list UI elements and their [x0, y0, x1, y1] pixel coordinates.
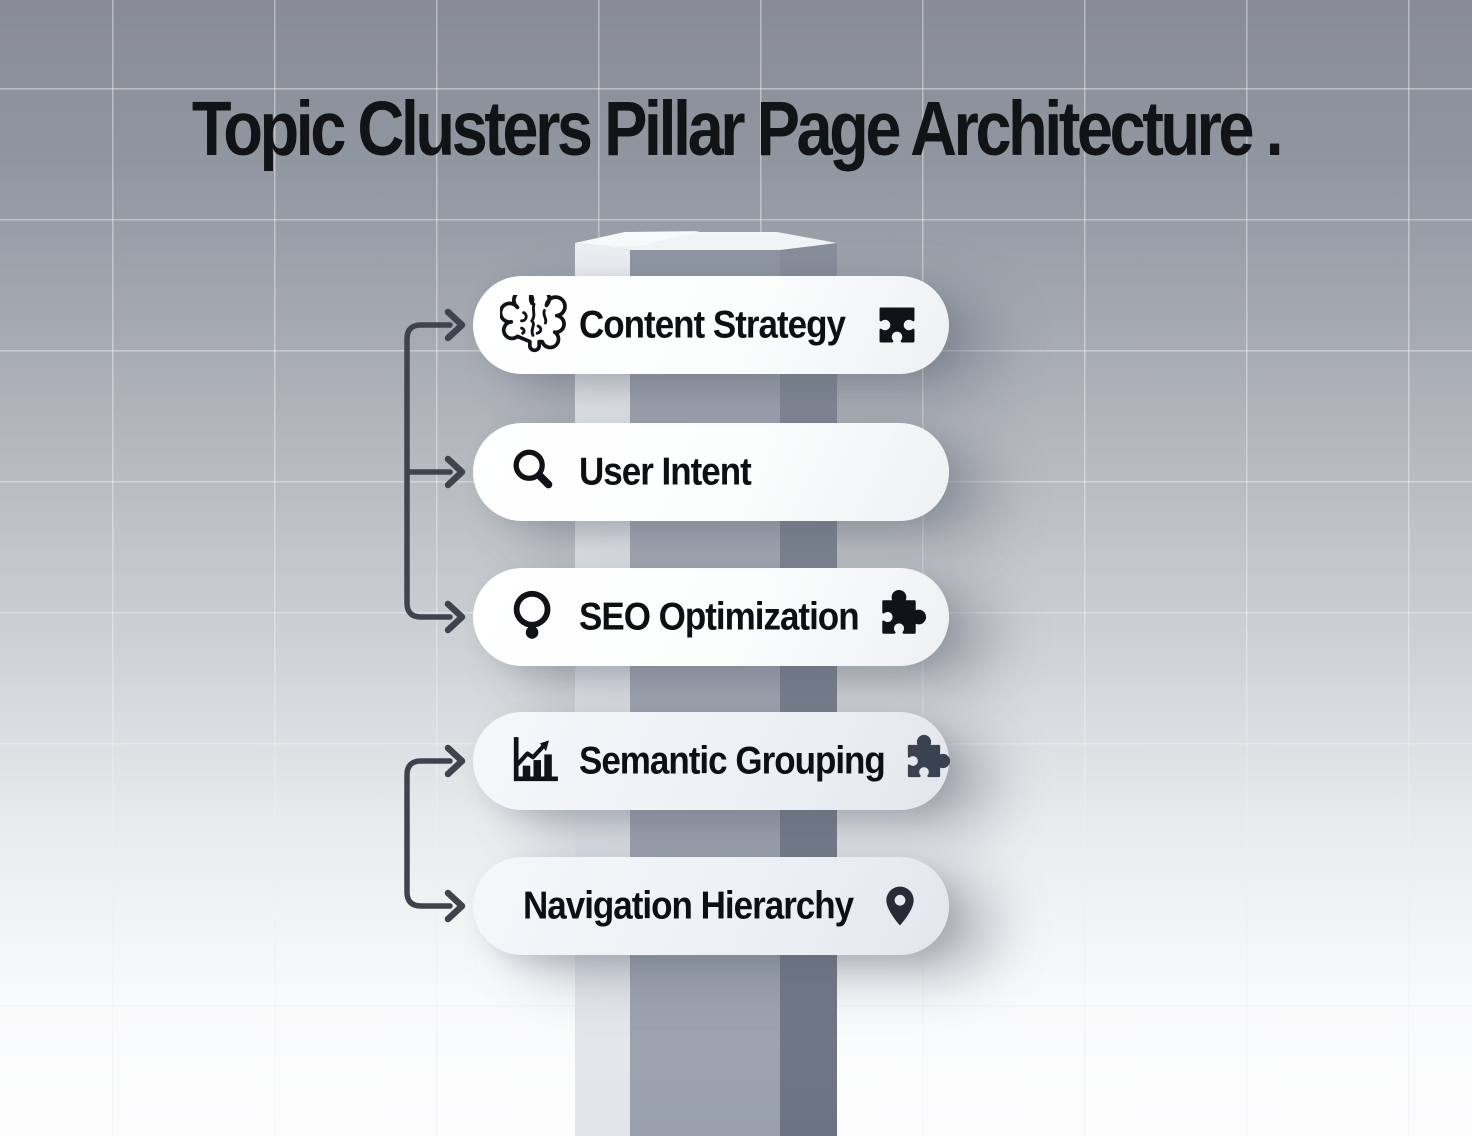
arrowhead-seo-optimization: [444, 600, 466, 634]
pill-label: SEO Optimization: [579, 594, 860, 639]
pill-seo-optimization: SEO Optimization: [473, 568, 949, 666]
bar-chart-trend-icon: [499, 731, 569, 791]
pill-label: Content Strategy: [579, 302, 846, 347]
arrowhead-user-intent: [444, 455, 466, 489]
arrowhead-navigation-hierarchy: [444, 889, 466, 923]
pill-navigation-hierarchy: Navigation Hierarchy: [473, 857, 949, 955]
puzzle-piece-flat-icon: [871, 299, 923, 351]
pillar-top-highlight: [575, 231, 700, 247]
pill-content-strategy: Content Strategy: [473, 276, 949, 374]
magnifier-icon: [499, 445, 569, 499]
brain-icon: [499, 295, 569, 355]
puzzle-piece-gray-icon: [897, 734, 951, 788]
pill-user-intent: User Intent: [473, 423, 949, 521]
pill-label: User Intent: [579, 449, 752, 494]
puzzle-piece-icon: [871, 589, 927, 645]
pill-label: Navigation Hierarchy: [523, 883, 854, 928]
connector-bottom-group: [404, 758, 453, 909]
pill-semantic-grouping: Semantic Grouping: [473, 712, 951, 810]
arrowhead-semantic-grouping: [444, 744, 466, 778]
page-title: Topic Clusters Pillar Page Architecture …: [191, 85, 1284, 172]
arrowhead-content-strategy: [444, 308, 466, 342]
circle-dot-magnifier-icon: [499, 588, 569, 646]
pill-label: Semantic Grouping: [579, 738, 886, 783]
location-pin-icon: [877, 881, 923, 931]
